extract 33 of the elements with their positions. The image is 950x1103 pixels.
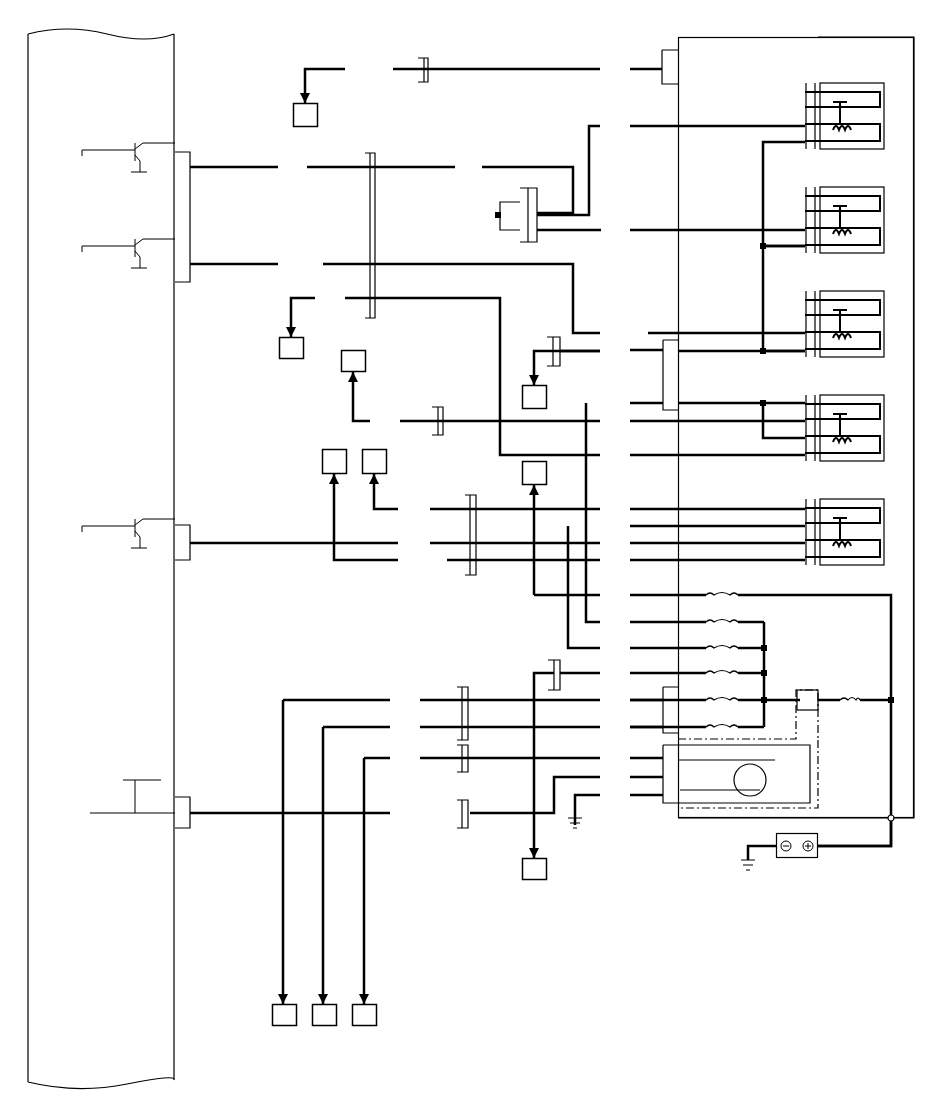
relay-symbol <box>805 186 885 254</box>
arrow <box>359 758 369 1004</box>
terminal-box <box>279 337 304 359</box>
terminal-box <box>522 858 547 880</box>
terminal-box <box>522 385 547 409</box>
arrow <box>529 485 539 595</box>
arrow <box>286 296 315 337</box>
terminal-box <box>362 449 387 474</box>
arrow <box>369 474 398 511</box>
arrow <box>529 349 600 385</box>
terminal-box <box>322 449 347 474</box>
arrow <box>348 372 370 423</box>
wire <box>761 140 805 248</box>
arrow <box>329 474 398 562</box>
relay-symbol <box>805 290 885 358</box>
arrow <box>300 67 345 103</box>
terminal-box <box>272 1004 297 1026</box>
battery-symbol <box>776 833 818 858</box>
terminal-box <box>352 1004 377 1026</box>
wire-with-junction <box>818 814 895 848</box>
terminal-box <box>522 461 547 485</box>
arrow <box>278 700 288 1004</box>
arrow <box>529 671 554 858</box>
terminal-box <box>293 103 318 127</box>
terminal-box <box>312 1004 337 1026</box>
relay-symbol <box>805 498 885 566</box>
wire <box>678 349 805 353</box>
arrow <box>318 727 328 1004</box>
relay-symbol <box>805 82 885 150</box>
terminal-box <box>341 350 366 372</box>
relay-symbol <box>805 394 885 462</box>
wire <box>761 244 805 353</box>
relay-box-outline <box>678 37 914 818</box>
